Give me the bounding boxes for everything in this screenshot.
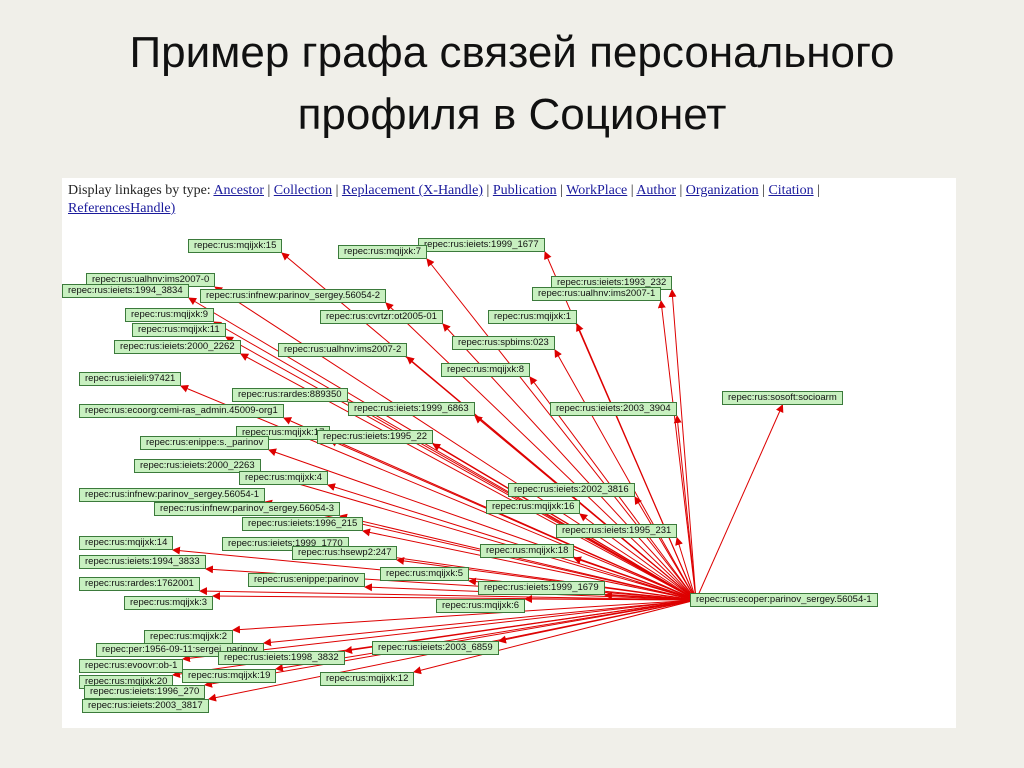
graph-node[interactable]: repec:rus:ieiets:2003_3817 <box>82 699 209 713</box>
graph-node[interactable]: repec:rus:mqijxk:6 <box>436 599 526 613</box>
graph-node[interactable]: repec:rus:hsewp2:247 <box>292 546 398 560</box>
graph-edge <box>675 537 697 601</box>
graph-screenshot: Display linkages by type: Ancestor | Col… <box>62 178 956 728</box>
graph-edge <box>554 349 697 601</box>
graph-edge <box>225 336 697 601</box>
linkage-type-prefix: Display linkages by type: <box>68 183 211 198</box>
graph-edge <box>604 591 697 601</box>
graph-node[interactable]: repec:rus:infnew:parinov_sergey.56054-1 <box>79 488 266 502</box>
graph-node[interactable]: repec:rus:infnew:parinov_sergey.56054-2 <box>200 289 387 303</box>
graph-edge <box>260 471 697 601</box>
graph-edge <box>396 556 697 601</box>
graph-node[interactable]: repec:rus:mqijxk:2 <box>144 630 234 644</box>
link-workplace[interactable]: WorkPlace <box>566 183 628 198</box>
link-author[interactable]: Author <box>636 183 676 198</box>
graph-node[interactable]: repec:rus:ieiets:2003_6859 <box>372 641 499 655</box>
graph-edge <box>668 289 697 601</box>
graph-node[interactable]: repec:rus:infnew:parinov_sergey.56054-3 <box>154 502 341 516</box>
graph-node[interactable]: repec:rus:cvrtzr:ot2005-01 <box>320 310 443 324</box>
graph-edge <box>385 302 697 601</box>
graph-node[interactable]: repec:rus:ieiets:1994_3834 <box>62 284 189 298</box>
graph-node[interactable]: repec:rus:mqijxk:4 <box>239 471 329 485</box>
linkage-type-bar: Display linkages by type: Ancestor | Col… <box>68 183 820 216</box>
graph-edge <box>657 300 697 601</box>
graph-edge <box>426 258 697 601</box>
graph-node[interactable]: repec:rus:mqijxk:16 <box>486 500 581 514</box>
graph-node[interactable]: repec:rus:ieiets:2002_3816 <box>508 483 635 497</box>
graph-node[interactable]: repec:rus:mqijxk:18 <box>480 544 575 558</box>
graph-edge <box>576 323 697 601</box>
graph-node[interactable]: repec:rus:mqijxk:7 <box>338 245 428 259</box>
graph-node[interactable]: repec:rus:mqijxk:11 <box>132 323 226 337</box>
graph-node[interactable]: repec:rus:mqijxk:12 <box>320 672 415 686</box>
graph-edge <box>474 415 697 601</box>
graph-edge <box>339 513 697 601</box>
graph-node[interactable]: repec:rus:mqijxk:8 <box>441 363 531 377</box>
slide-title-line-2: профиля в Соционет <box>297 90 727 139</box>
graph-node[interactable]: repec:rus:ieiets:1995_231 <box>556 524 678 538</box>
graph-edge <box>695 404 784 601</box>
graph-edge <box>182 599 697 663</box>
link-citation[interactable]: Citation <box>768 183 814 198</box>
graph-edge <box>524 595 697 604</box>
link-organization[interactable]: Organization <box>685 183 759 198</box>
graph-node[interactable]: repec:rus:ieiets:1995_22 <box>317 430 434 444</box>
graph-node[interactable]: repec:rus:mqijxk:14 <box>79 536 174 550</box>
slide-title: Пример графа связей персонального профил… <box>0 22 1024 146</box>
graph-node[interactable]: repec:rus:ieiets:1998_3832 <box>218 651 345 665</box>
graph-edge <box>362 528 697 601</box>
link-publication[interactable]: Publication <box>492 183 557 198</box>
graph-edge <box>263 599 697 647</box>
graph-node[interactable]: repec:rus:ieiets:1994_3833 <box>79 555 206 569</box>
graph-node[interactable]: repec:rus:ieiets:2003_3904 <box>550 402 677 416</box>
link-collection[interactable]: Collection <box>273 183 333 198</box>
graph-edge <box>327 483 697 601</box>
link-references-handle[interactable]: ReferencesHandle) <box>68 201 176 216</box>
graph-node[interactable]: repec:rus:ecoorg:cemi-ras_admin.45009-or… <box>79 404 284 418</box>
graph-node[interactable]: repec:rus:ualhnv:ims2007-1 <box>532 287 662 301</box>
graph-edge <box>214 286 697 601</box>
graph-edge <box>329 439 697 601</box>
graph-node[interactable]: repec:rus:ualhnv:ims2007-2 <box>278 343 408 357</box>
graph-node[interactable]: repec:rus:ieiets:1999_1677 <box>418 238 545 252</box>
graph-node[interactable]: repec:rus:enippe:s._parinov <box>140 436 270 450</box>
slide-title-line-1: Пример графа связей персонального <box>129 28 895 77</box>
graph-node[interactable]: repec:rus:mqijxk:19 <box>182 669 277 683</box>
link-replacement[interactable]: Replacement (X-Handle) <box>341 183 484 198</box>
graph-edge <box>673 415 697 601</box>
graph-edge <box>634 496 697 601</box>
graph-node[interactable]: repec:rus:ieiets:1996_270 <box>84 685 206 699</box>
graph-edge <box>199 587 697 601</box>
graph-edge <box>573 556 697 601</box>
graph-node[interactable]: repec:rus:mqijxk:3 <box>124 596 214 610</box>
graph-node[interactable]: repec:rus:sosoft:socioarm <box>722 391 843 405</box>
graph-node[interactable]: repec:rus:ieiets:1999_6863 <box>348 402 475 416</box>
graph-edge <box>213 321 697 601</box>
graph-node[interactable]: repec:rus:rardes:1762001 <box>79 577 200 591</box>
hub-node[interactable]: repec:rus:ecoper:parinov_sergey.56054-1 <box>690 593 878 607</box>
graph-node[interactable]: repec:rus:ieiets:2000_2263 <box>134 459 261 473</box>
graph-node[interactable]: repec:rus:spbims:023 <box>452 336 555 350</box>
graph-node[interactable]: repec:rus:ieiets:2000_2262 <box>114 340 241 354</box>
graph-node[interactable]: repec:rus:mqijxk:9 <box>125 308 215 322</box>
graph-edge <box>413 599 697 675</box>
graph-node[interactable]: repec:rus:rardes:889350 <box>232 388 348 402</box>
graph-node[interactable]: repec:rus:mqijxk:15 <box>188 239 283 253</box>
graph-node[interactable]: repec:rus:enippe:parinov <box>248 573 365 587</box>
graph-node[interactable]: repec:rus:mqijxk:1 <box>488 310 578 324</box>
graph-node[interactable]: repec:rus:ieiets:1999_1679 <box>478 581 605 595</box>
graph-node[interactable]: repec:rus:ieieli:97421 <box>79 372 182 386</box>
graph-node[interactable]: repec:rus:ieiets:1996_215 <box>242 517 364 531</box>
graph-edge <box>275 599 697 672</box>
graph-edge <box>432 443 697 601</box>
graph-node[interactable]: repec:rus:mqijxk:5 <box>380 567 470 581</box>
graph-edge <box>180 384 697 601</box>
graph-node[interactable]: repec:rus:evoovr:ob-1 <box>79 659 184 673</box>
graph-edge <box>232 599 697 634</box>
link-ancestor[interactable]: Ancestor <box>213 183 264 198</box>
